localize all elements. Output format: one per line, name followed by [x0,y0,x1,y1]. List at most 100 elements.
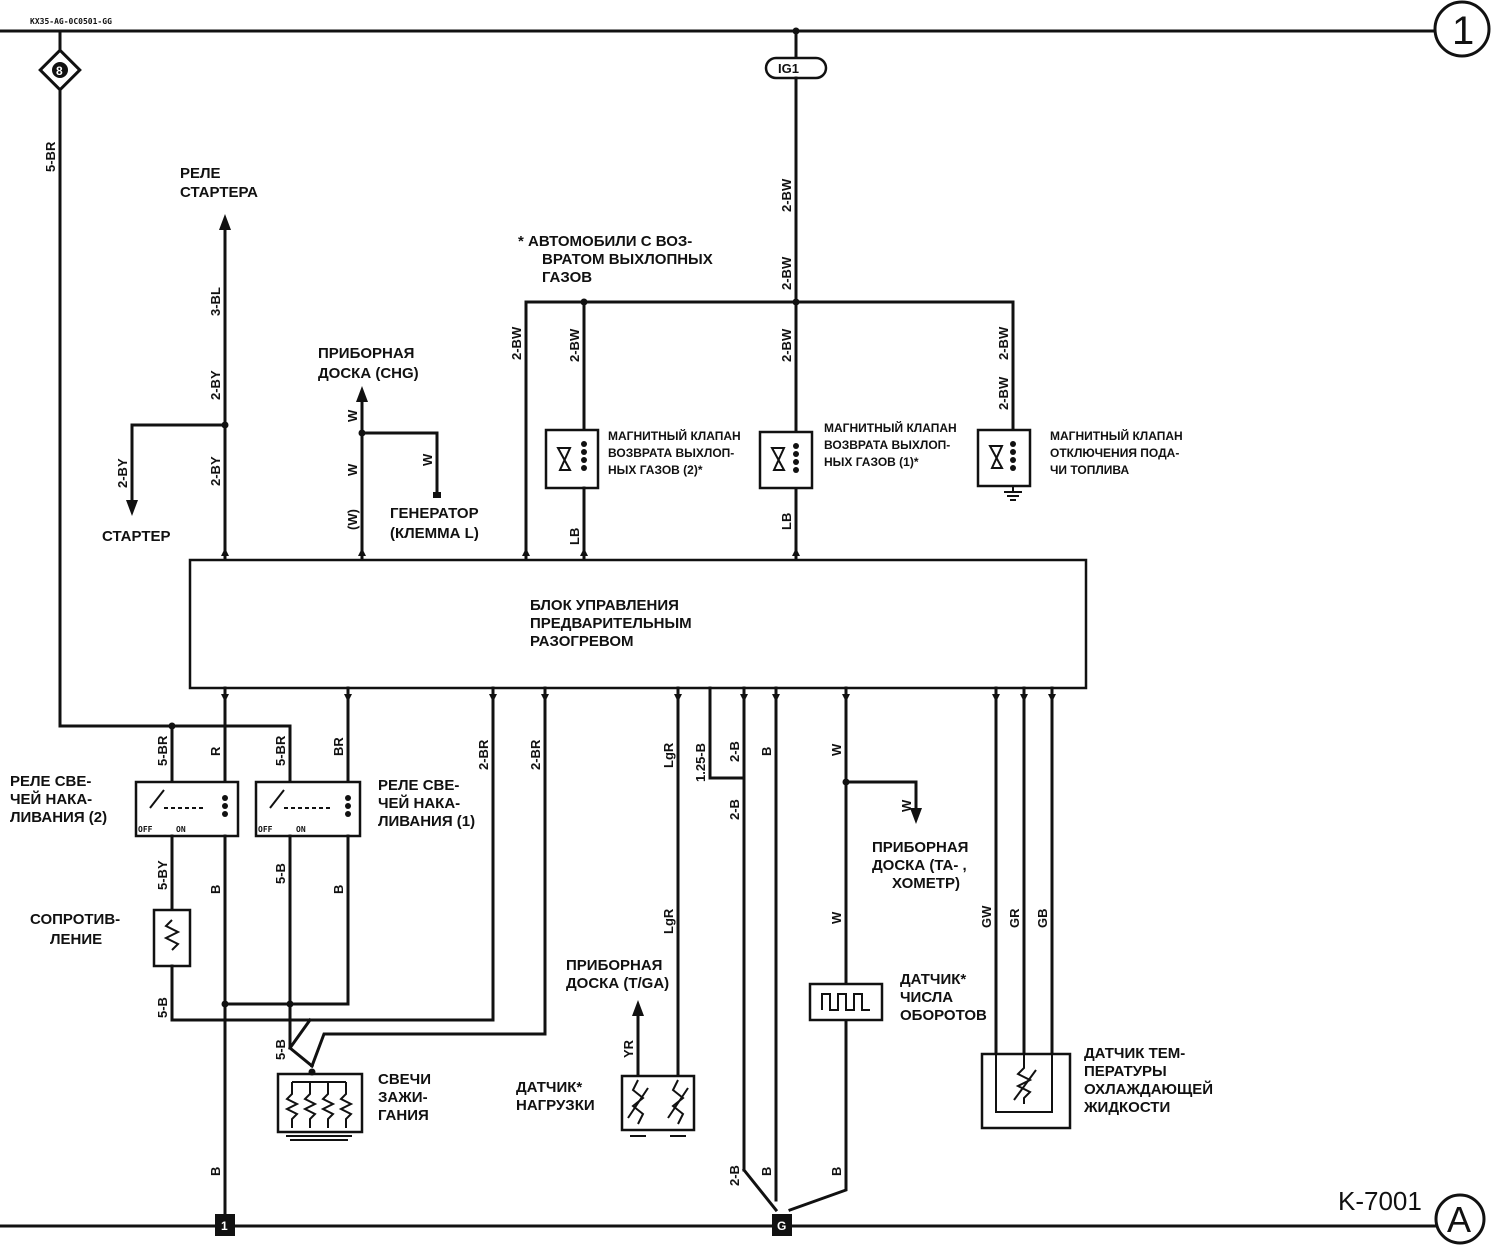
arrow-down-icon [910,808,922,824]
svg-text:5-B: 5-B [273,1039,288,1060]
svg-text:BR: BR [331,737,346,756]
svg-text:2-BW: 2-BW [996,376,1011,410]
svg-text:W: W [345,463,360,476]
svg-text:OFF: OFF [138,825,153,834]
svg-text:5-B: 5-B [155,997,170,1018]
coolant-sensor-label: ДАТЧИК ТЕМ- ПЕРАТУРЫ ОХЛАЖДАЮЩЕЙ ЖИДКОСТ… [1083,1045,1217,1116]
load-sensor-icon [620,1074,696,1137]
dash-tga-label: ПРИБОРНАЯ ДОСКА (T/GA) [566,957,669,992]
wire-tacho-branch [844,780,918,812]
generator-label: ГЕНЕРАТОР (КЛЕММА L) [390,505,483,542]
diagram-code: KX35-AG-0C0501-GG [30,17,112,26]
egr1-valve-icon [758,430,814,490]
svg-text:ON: ON [176,825,186,834]
svg-text:2-BY: 2-BY [208,370,223,400]
note-text: * АВТОМОБИЛИ С ВОЗ- ВРАТОМ ВЫХЛОПНЫХ ГАЗ… [518,233,717,286]
svg-text:W: W [829,743,844,756]
svg-text:GB: GB [1035,909,1050,929]
connector-marks [221,548,1056,702]
svg-text:8: 8 [56,64,63,78]
coolant-sensor-icon [980,1052,1072,1130]
glow-relay-1-label: РЕЛЕ СВЕ- ЧЕЙ НАКА- ЛИВАНИЯ (1) [378,777,475,830]
svg-text:2-B: 2-B [727,741,742,762]
starter-label: СТАРТЕР [102,528,171,545]
svg-text:2-BW: 2-BW [779,256,794,290]
svg-text:W: W [345,409,360,422]
egr2-valve-label: МАГНИТНЫЙ КЛАПАН ВОЗВРАТА ВЫХЛОП- НЫХ ГА… [608,428,744,477]
arrow-up-icon [219,214,231,230]
svg-text:W: W [829,911,844,924]
svg-text:LB: LB [779,513,794,530]
svg-text:W: W [899,799,914,812]
wire-2b-join [741,1167,779,1213]
fuel-cut-valve-label: МАГНИТНЫЙ КЛАПАН ОТКЛЮЧЕНИЯ ПОДА- ЧИ ТОП… [1050,428,1186,477]
glow-relay-1-icon: OFF ON [254,780,362,838]
wire-2br-to-plugs [310,1032,547,1068]
svg-text:(W): (W) [345,509,360,530]
wire-label: 5-BR [43,141,58,172]
ground-1-icon: 1 [215,1214,235,1236]
svg-text:W: W [420,453,435,466]
svg-text:2-BW: 2-BW [779,328,794,362]
arrow-up-icon [356,386,368,402]
rpm-sensor-icon [808,982,884,1022]
svg-text:B: B [331,885,346,894]
resistor-label: СОПРОТИВ- ЛЕНИЕ [30,911,124,948]
svg-text:2-BW: 2-BW [509,326,524,360]
svg-text:3-BL: 3-BL [208,287,223,316]
svg-text:GW: GW [979,905,994,928]
svg-text:2-BR: 2-BR [476,739,491,770]
svg-text:2-B: 2-B [727,1165,742,1186]
svg-text:B: B [208,885,223,894]
svg-text:5-BR: 5-BR [155,735,170,766]
dash-chg-label: ПРИБОРНАЯ ДОСКА (CHG) [318,345,419,382]
glow-plugs-icon [276,1068,364,1141]
svg-text:R: R [208,746,223,756]
arrow-up-icon [632,1000,644,1016]
svg-text:LB: LB [567,528,582,545]
wire-plug-join [287,1017,315,1069]
svg-text:5-BR: 5-BR [273,735,288,766]
svg-text:5-BY: 5-BY [155,860,170,890]
ground-g-icon: G [772,1214,792,1236]
glow-relay-2-label: РЕЛЕ СВЕ- ЧЕЙ НАКА- ЛИВАНИЯ (2) [10,773,107,826]
svg-text:A: A [1447,1199,1471,1240]
svg-text:OFF: OFF [258,825,273,834]
wire-125b [708,686,746,780]
svg-text:1: 1 [221,1219,228,1233]
svg-text:2-BY: 2-BY [115,458,130,488]
fuse-icon: 8 [38,48,82,92]
svg-text:B: B [759,747,774,756]
glow-relay-2-icon: OFF ON [134,780,240,838]
wire-b-rpm [788,1018,848,1212]
svg-text:YR: YR [621,1039,636,1058]
svg-text:B: B [208,1167,223,1176]
svg-text:LgR: LgR [661,908,676,934]
svg-text:LgR: LgR [661,742,676,768]
svg-text:G: G [777,1219,786,1233]
dash-tacho-label: ПРИБОРНАЯ ДОСКА (ТА- , ХОМЕТР) [872,839,973,892]
svg-text:5-B: 5-B [273,863,288,884]
svg-text:2-B: 2-B [727,799,742,820]
fuel-cut-valve-icon [976,428,1032,501]
page-code: K-7001 [1338,1186,1422,1216]
starter-relay-label: РЕЛЕ СТАРТЕРА [180,165,258,201]
svg-text:GR: GR [1007,908,1022,928]
load-sensor-label: ДАТЧИК* НАГРУЗКИ [516,1079,595,1114]
svg-text:2-BW: 2-BW [996,326,1011,360]
svg-text:1: 1 [1452,9,1474,53]
egr1-valve-label: МАГНИТНЫЙ КЛАПАН ВОЗВРАТА ВЫХЛОП- НЫХ ГА… [824,420,960,469]
egr2-valve-icon [544,428,600,490]
svg-text:B: B [759,1167,774,1176]
svg-text:IG1: IG1 [778,61,799,76]
svg-text:ON: ON [296,825,306,834]
svg-text:2-BW: 2-BW [567,328,582,362]
control-unit-label: БЛОК УПРАВЛЕНИЯ ПРЕДВАРИТЕЛЬНЫМ РАЗОГРЕВ… [530,597,696,650]
ig-connector: IG1 [764,56,828,80]
svg-text:1.25-B: 1.25-B [693,743,708,782]
svg-text:2-BR: 2-BR [528,739,543,770]
glow-control-unit [188,558,1088,690]
svg-text:2-BY: 2-BY [208,456,223,486]
arrow-down-icon [126,500,138,516]
